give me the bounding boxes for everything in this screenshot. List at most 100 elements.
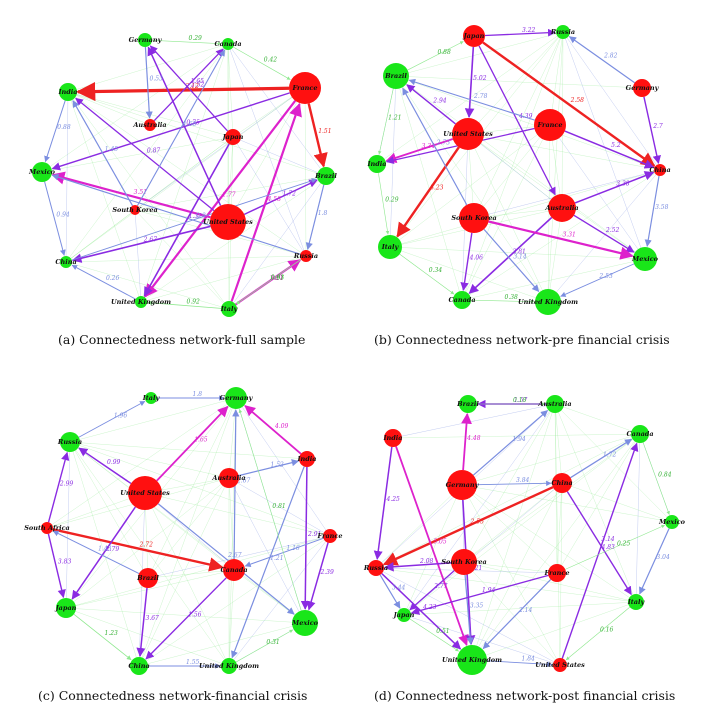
edge-weight-label: 2.7 (652, 123, 663, 130)
edge-arrow (488, 220, 634, 260)
edge-weight-label: 4.06 (469, 254, 484, 261)
edge-arrow (52, 530, 140, 575)
node-circle (128, 476, 162, 510)
edge-weight-label: 2.82 (603, 53, 618, 60)
node-circle (535, 289, 561, 315)
edge-arrow (378, 172, 390, 235)
edge-weight-label: 1.51 (318, 128, 331, 135)
edge-weight-label: 1.65 (194, 437, 208, 444)
country-node: Japan (221, 129, 244, 145)
node-label: Italy (381, 243, 400, 251)
country-node: Germany (626, 79, 660, 97)
edge-weight-label: 1.94 (512, 436, 526, 443)
node-label: United Kingdom (518, 298, 578, 306)
edge-arrow (385, 138, 454, 163)
edge-weight-label: 0.26 (106, 275, 120, 282)
node-circle (451, 549, 477, 575)
edge-weight-label: 0.87 (147, 147, 161, 154)
edge-arrow (460, 232, 473, 291)
node-label: Australia (544, 204, 578, 212)
node-circle (135, 296, 147, 308)
edge-weight-label: 4.25 (386, 496, 401, 503)
edge-arrow (144, 100, 297, 298)
country-node: United States (443, 118, 493, 150)
edge-weight-label: 1.56 (188, 611, 202, 618)
country-node: Australia (132, 119, 167, 131)
country-node: Mexico (28, 162, 56, 182)
edge-arrow (71, 178, 318, 261)
node-circle (459, 203, 489, 233)
country-node: Japan (462, 25, 485, 47)
edge-weight-label: 3.23 (430, 185, 444, 192)
network-graph-c: 2.721.650.992.792.674.092.911.212.392.99… (24, 387, 342, 675)
edge-arrow (565, 524, 666, 570)
edge-arrow (574, 171, 655, 204)
edge-weight-label: 0.53 (150, 76, 164, 83)
edge-weight-label: 2.53 (598, 273, 613, 280)
edge-weight-label: 1.23 (105, 630, 119, 637)
edge-weight-label: 1.72 (603, 452, 617, 459)
edge-weight-label: 0.51 (436, 628, 449, 635)
node-label: Italy (220, 305, 239, 313)
edge-weight-label: 1.94 (482, 587, 496, 594)
node-label: France (537, 121, 563, 129)
edge-arrow (238, 409, 302, 611)
country-node: Italy (627, 594, 645, 610)
node-circle (225, 129, 241, 145)
node-label: India (297, 455, 317, 463)
node-label: Brazil (384, 72, 407, 80)
country-node: Russia (57, 432, 82, 452)
edge-arrow (560, 263, 635, 297)
edge-arrow (378, 88, 394, 155)
edge-weight-label: 2.14 (518, 607, 533, 614)
edge-arrow (144, 46, 153, 119)
edge-arrow (409, 618, 459, 652)
edge-weight-label: 3.83 (58, 559, 72, 566)
edge-arrow (156, 405, 229, 482)
edge-weight-label: 1.32 (189, 213, 203, 220)
edge-weight-label: 0.29 (385, 197, 399, 204)
edge-weight-label: 3.35 (470, 603, 484, 610)
node-label: China (55, 258, 76, 266)
country-node: Australia (544, 194, 579, 222)
node-label: Australia (211, 474, 245, 482)
edge-weight-label: 3.44 (392, 585, 406, 592)
edge-weight-label: 0.92 (187, 298, 201, 305)
edge-arrow (73, 613, 132, 661)
edge-weight-label: 3.31 (562, 232, 575, 239)
country-node: United States (120, 476, 170, 510)
edge-weight-label: 4.48 (466, 435, 481, 442)
node-label: China (551, 479, 572, 487)
edge-weight-label: 0.38 (505, 294, 519, 301)
edge-weight-label: 0.29 (189, 35, 203, 42)
node-circle (384, 429, 402, 447)
node-label: Germany (220, 394, 254, 402)
edge-arrow (307, 103, 328, 168)
edge-arrow (382, 486, 554, 566)
background-mesh (376, 31, 661, 303)
edge-arrow (476, 480, 552, 487)
edge-weight-label: 2.99 (59, 480, 74, 487)
country-node: United Kingdom (111, 296, 171, 308)
caption-c: (c) Connectedness network-financial cris… (38, 688, 308, 703)
edge-arrow (71, 264, 136, 300)
node-circle (130, 205, 140, 215)
country-node: China (128, 657, 150, 675)
edge-arrow (147, 46, 222, 206)
background-mesh (46, 397, 331, 667)
node-label: Mexico (291, 619, 319, 627)
edge-weight-label: 1.52 (270, 461, 284, 468)
node-circle (459, 395, 477, 413)
country-node: South Africa (24, 522, 70, 534)
edge-weight-label: 3.34 (422, 143, 436, 150)
node-label: Russia (293, 252, 318, 260)
network-graph-d: 2.555.054.254.483.211.942.082.773.351.94… (363, 395, 686, 675)
node-circle (219, 468, 239, 488)
caption-d: (d) Connectedness network-post financial… (374, 688, 676, 703)
edge-arrow (410, 574, 549, 615)
country-node: Mexico (631, 247, 659, 271)
country-node: India (297, 451, 317, 467)
edge-arrow (145, 577, 227, 660)
